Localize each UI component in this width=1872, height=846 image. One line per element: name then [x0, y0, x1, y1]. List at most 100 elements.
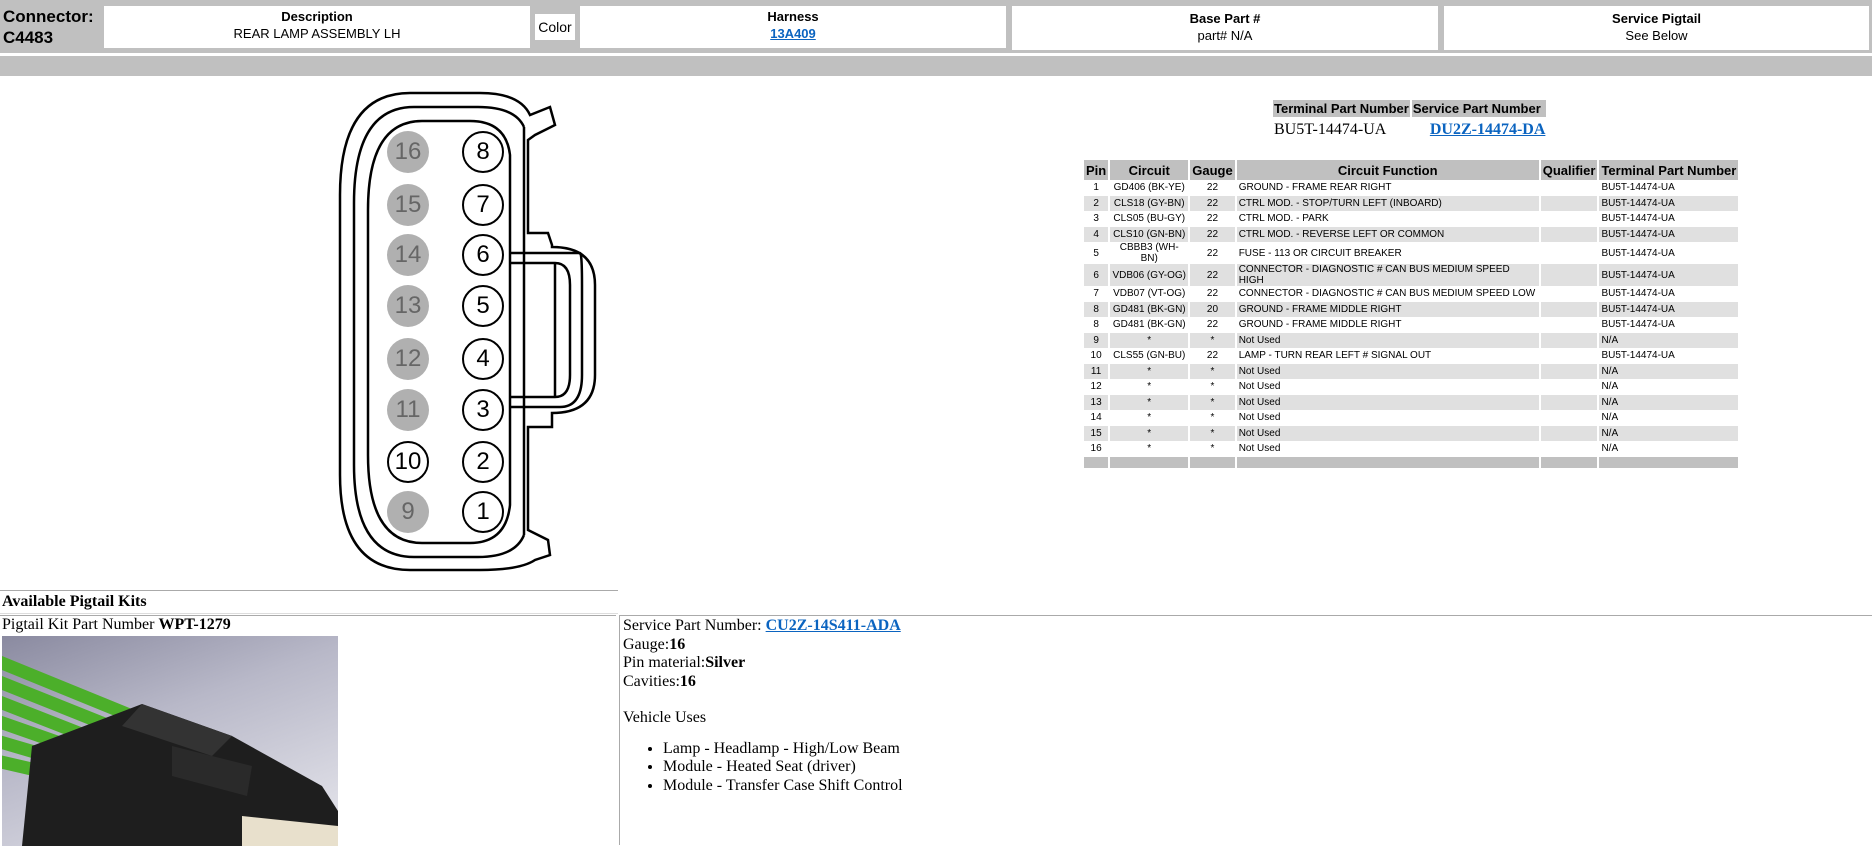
pin-cavity-15: 15 [387, 184, 429, 226]
cell-terminal: BU5T-14474-UA [1599, 301, 1739, 317]
pigtail-service-part-link[interactable]: CU2Z-14S411-ADA [765, 617, 901, 634]
cell-function: Not Used [1236, 425, 1539, 441]
cell-circuit: * [1147, 412, 1152, 424]
cell-qualifier [1540, 332, 1598, 348]
pin-cavity-7: 7 [462, 184, 504, 226]
footer-cell [1190, 456, 1235, 468]
connector-outline-icon [338, 91, 597, 572]
base-part-cell: Base Part # part# N/A [1012, 6, 1438, 50]
terminal-part-number-value: BU5T-14474-UA [1274, 121, 1387, 138]
cell-gauge: 22 [1206, 350, 1219, 362]
cell-pin: 5 [1093, 247, 1099, 259]
color-label: Color [535, 14, 575, 40]
cell-pin: 2 [1084, 195, 1109, 211]
vehicle-use-item: Module - Transfer Case Shift Control [663, 777, 1872, 796]
cell-circuit: GD481 (BK-GN) [1112, 319, 1186, 331]
cell-circuit: CLS10 (GN-BN) [1110, 226, 1189, 242]
header-divider-bar [0, 56, 1872, 76]
harness-cell: Harness 13A409 [580, 6, 1006, 48]
footer-cell [1540, 456, 1598, 468]
base-part-title: Base Part # [1189, 11, 1261, 26]
cell-circuit: * [1110, 332, 1189, 348]
cell-qualifier [1541, 379, 1598, 395]
cell-gauge: * [1210, 443, 1215, 455]
pin-cavity-6: 6 [462, 234, 504, 276]
footer-cell [1084, 456, 1109, 468]
service-part-number-link[interactable]: DU2Z-14474-DA [1429, 121, 1546, 138]
cell-terminal: BU5T-14474-UA [1601, 247, 1675, 259]
cell-function: GROUND - FRAME MIDDLE RIGHT [1238, 319, 1402, 331]
footer-cell [1236, 456, 1539, 468]
cell-pin: 8 [1084, 301, 1109, 317]
service-part-number-header: Service Part Number [1411, 100, 1547, 117]
cell-terminal: BU5T-14474-UA [1601, 350, 1675, 362]
kit-label: Pigtail Kit Part Number [2, 616, 159, 633]
cell-pin: 16 [1090, 443, 1102, 455]
pin-cavity-9: 9 [387, 491, 429, 533]
pin-cavity-14: 14 [387, 234, 429, 276]
cell-circuit: * [1147, 443, 1152, 455]
pin-material-value: Silver [705, 654, 746, 671]
col-pin: Pin [1084, 160, 1109, 180]
cell-pin: 7 [1093, 288, 1099, 300]
col-terminal-part-number: Terminal Part Number [1599, 160, 1739, 180]
pin-cavity-13: 13 [387, 285, 429, 327]
vehicle-use-item: Module - Heated Seat (driver) [663, 758, 1872, 777]
cell-gauge: 20 [1190, 301, 1235, 317]
cavities-label: Cavities: [623, 672, 680, 690]
service-pigtail-cell: Service Pigtail See Below [1444, 6, 1869, 50]
footer-cell [1599, 456, 1739, 468]
table-row: 16 * * Not Used N/A [1084, 441, 1738, 457]
cavities-value: 16 [679, 672, 696, 690]
cell-terminal: BU5T-14474-UA [1599, 264, 1739, 286]
cell-gauge: * [1190, 425, 1235, 441]
harness-title: Harness [767, 9, 819, 24]
cell-terminal: N/A [1599, 425, 1739, 441]
terminal-part-number-header: Terminal Part Number [1273, 100, 1410, 117]
cell-gauge: 22 [1206, 213, 1219, 225]
pin-cavity-10: 10 [387, 441, 429, 483]
connector-label: Connector: [3, 7, 94, 26]
cell-terminal: BU5T-14474-UA [1601, 182, 1675, 194]
connector-header: Connector: C4483 Description REAR LAMP A… [0, 0, 1872, 53]
pin-cavity-11: 11 [387, 389, 429, 431]
pin-cavity-12: 12 [387, 338, 429, 380]
cell-gauge: * [1190, 332, 1235, 348]
col-circuit: Circuit [1110, 160, 1189, 180]
cell-qualifier [1541, 242, 1598, 264]
cell-qualifier [1540, 264, 1598, 286]
pin-cavity-4: 4 [462, 338, 504, 380]
cell-gauge: * [1210, 381, 1215, 393]
cell-circuit: * [1110, 425, 1189, 441]
cell-gauge: * [1190, 363, 1235, 379]
cell-function: GROUND - FRAME MIDDLE RIGHT [1236, 301, 1539, 317]
cell-terminal: N/A [1601, 381, 1619, 393]
pigtail-kits-title: Available Pigtail Kits [0, 590, 618, 614]
cell-qualifier [1540, 425, 1598, 441]
service-part-details: Service Part Number: CU2Z-14S411-ADA Gau… [619, 615, 1872, 845]
cell-terminal: N/A [1601, 443, 1619, 455]
cell-function: Not Used [1238, 443, 1281, 455]
cell-qualifier [1540, 301, 1598, 317]
cell-circuit: CBBB3 (WH-BN) [1119, 242, 1179, 264]
cell-circuit: * [1110, 394, 1189, 410]
cell-function: CTRL MOD. - STOP/TURN LEFT (INBOARD) [1236, 195, 1539, 211]
harness-link[interactable]: 13A409 [770, 26, 816, 41]
connector-title: Connector: C4483 [3, 6, 94, 48]
cell-qualifier [1540, 394, 1598, 410]
cell-function: CTRL MOD. - REVERSE LEFT OR COMMON [1236, 226, 1539, 242]
cell-function: CONNECTOR - DIAGNOSTIC # CAN BUS MEDIUM … [1238, 288, 1536, 300]
cell-pin: 11 [1084, 363, 1109, 379]
cell-pin: 14 [1090, 412, 1102, 424]
cell-pin: 9 [1084, 332, 1109, 348]
description-value: REAR LAMP ASSEMBLY LH [233, 26, 401, 41]
cell-gauge: 22 [1190, 195, 1235, 211]
cell-function: FUSE - 113 OR CIRCUIT BREAKER [1238, 247, 1402, 259]
cell-terminal: N/A [1599, 363, 1739, 379]
